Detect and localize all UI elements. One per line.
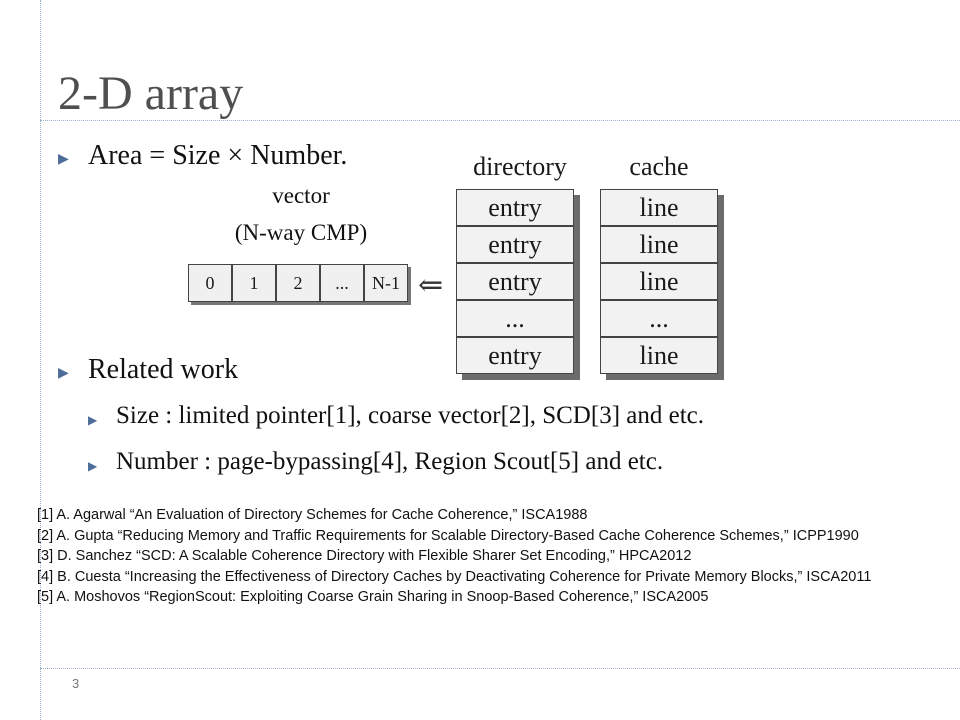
cache-line: ... [600, 300, 718, 337]
bullet-triangle-icon: ▶ [58, 366, 69, 381]
page-number: 3 [72, 676, 80, 691]
vector-cell: 1 [232, 264, 276, 302]
directory-stack: entry entry entry ... entry [456, 189, 582, 385]
directory-header: directory [473, 152, 567, 181]
cache-line: line [600, 226, 718, 263]
directory-entry: ... [456, 300, 574, 337]
slide-title: 2-D array [58, 67, 244, 120]
bullet-area: Area = Size × Number. [88, 140, 348, 171]
directory-entry: entry [456, 263, 574, 300]
reference-item: [3] D. Sanchez “SCD: A Scalable Coherenc… [37, 548, 692, 564]
vector-cell: N-1 [364, 264, 408, 302]
reference-item: [4] B. Cuesta “Increasing the Effectiven… [37, 568, 872, 585]
vector-sublabel: (N-way CMP) [234, 220, 368, 245]
vector-cell: 2 [276, 264, 320, 302]
references: [1] A. Agarwal “An Evaluation of Directo… [37, 505, 917, 608]
left-guide-line [40, 0, 42, 720]
cache-stack: line line line ... line [600, 189, 726, 385]
directory-entry: entry [456, 226, 574, 263]
bullet-related-work: Related work [88, 354, 239, 385]
footer-divider [40, 668, 960, 669]
vector-cell: 0 [188, 264, 232, 302]
cache-line: line [600, 189, 718, 226]
left-double-arrow-icon: ⇐ [418, 269, 444, 302]
cache-line: line [600, 337, 718, 374]
reference-item: [2] A. Gupta “Reducing Memory and Traffi… [37, 527, 859, 544]
bullet-triangle-icon: ▶ [58, 152, 69, 167]
directory-entry: entry [456, 189, 574, 226]
sub-bullet-triangle-icon: ▶ [88, 459, 98, 473]
vector-cell: ... [320, 264, 364, 302]
sub-bullet-number: Number : page-bypassing[4], Region Scout… [116, 448, 664, 475]
title-divider [40, 120, 960, 121]
cache-line: line [600, 263, 718, 300]
sub-bullet-size: Size : limited pointer[1], coarse vector… [116, 402, 705, 429]
directory-entry: entry [456, 337, 574, 374]
cache-header: cache [629, 152, 689, 181]
reference-item: [5] A. Moshovos “RegionScout: Exploiting… [37, 589, 709, 605]
vector-label: vector [272, 183, 330, 208]
reference-item: [1] A. Agarwal “An Evaluation of Directo… [37, 507, 588, 523]
sub-bullet-triangle-icon: ▶ [88, 413, 98, 427]
